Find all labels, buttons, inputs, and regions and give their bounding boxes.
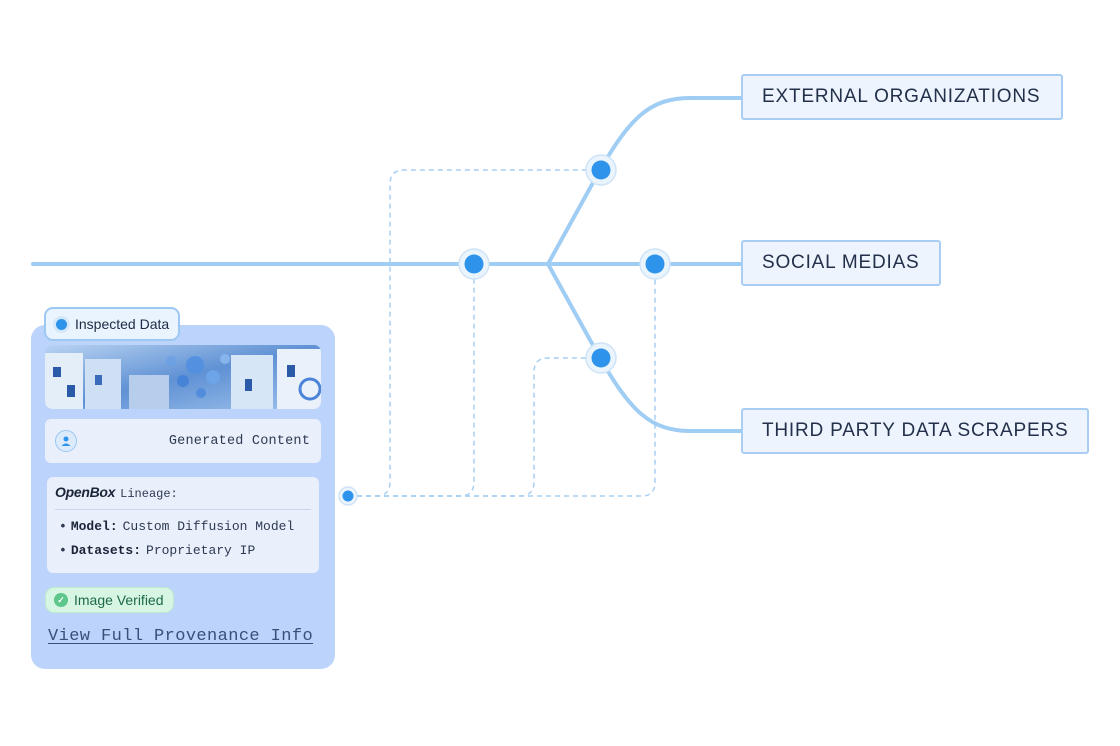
- openbox-logo: OpenBox: [55, 484, 116, 500]
- target-social-medias: SOCIAL MEDIAS: [741, 240, 941, 286]
- image-verified-badge: ✓ Image Verified: [45, 587, 174, 613]
- lineage-item-model: • Model: Custom Diffusion Model: [55, 519, 311, 534]
- lineage-label: Lineage:: [120, 487, 178, 501]
- dashed-connector-social: [348, 264, 656, 497]
- target-external-organizations: EXTERNAL ORGANIZATIONS: [741, 74, 1063, 120]
- node-scrapers: [585, 342, 617, 374]
- target-label: SOCIAL MEDIAS: [762, 252, 920, 273]
- dashed-connector-external: [348, 169, 600, 497]
- verified-label: Image Verified: [74, 592, 164, 608]
- inspected-data-tag: Inspected Data: [44, 307, 181, 341]
- lineage-value: Proprietary IP: [146, 543, 256, 558]
- lineage-value: Custom Diffusion Model: [122, 519, 295, 534]
- target-label: THIRD PARTY DATA SCRAPERS: [762, 420, 1069, 441]
- branch-scrapers: [546, 262, 744, 433]
- bullet: •: [59, 543, 67, 558]
- lineage-key: Model:: [70, 519, 118, 534]
- content-type-label: Generated Content: [168, 433, 310, 449]
- bullet: •: [59, 519, 67, 534]
- lineage-item-datasets: • Datasets: Proprietary IP: [55, 543, 311, 558]
- tag-label: Inspected Data: [75, 316, 170, 332]
- node-main: [458, 248, 490, 280]
- user-icon: [55, 430, 77, 452]
- node-social: [639, 248, 671, 280]
- dashed-connector-main: [348, 264, 475, 497]
- check-icon: ✓: [54, 593, 68, 607]
- dot-icon: [56, 318, 67, 330]
- view-provenance-link[interactable]: View Full Provenance Info: [48, 627, 314, 646]
- lineage-header: OpenBox Lineage:: [55, 484, 311, 510]
- target-third-party-data-scrapers: THIRD PARTY DATA SCRAPERS: [741, 408, 1089, 454]
- branch-external: [546, 96, 744, 266]
- target-label: EXTERNAL ORGANIZATIONS: [762, 86, 1041, 107]
- generated-image-thumbnail: [45, 345, 321, 409]
- node-external: [585, 154, 617, 186]
- generated-content-row: Generated Content: [45, 419, 321, 463]
- lineage-key: Datasets:: [70, 543, 142, 558]
- lineage-panel: OpenBox Lineage: • Model: Custom Diffusi…: [47, 477, 319, 573]
- node-card: [338, 486, 358, 506]
